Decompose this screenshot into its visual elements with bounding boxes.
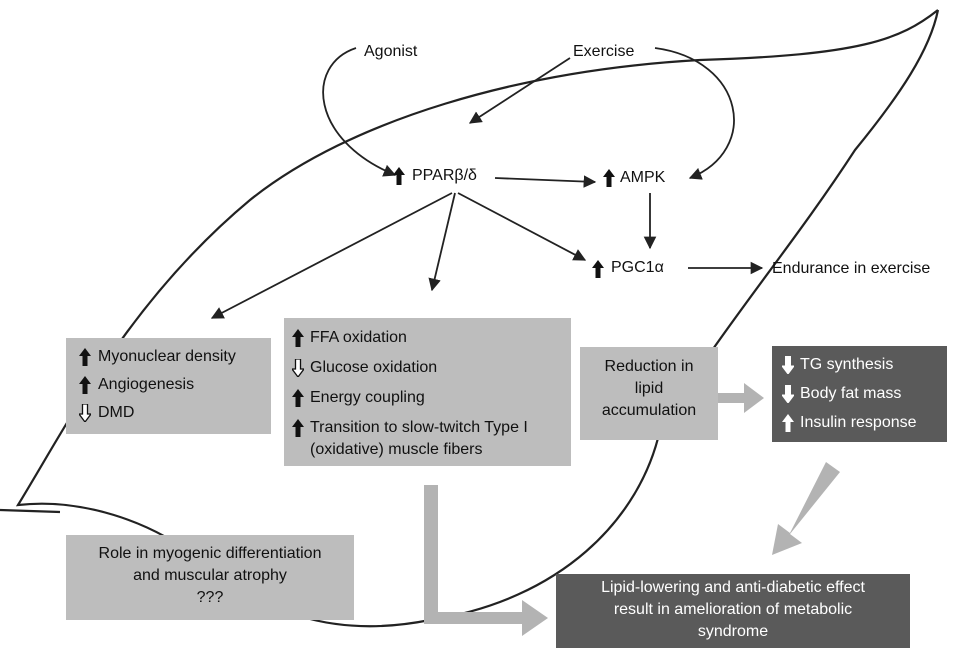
metabolism-item: Glucose oxidation (310, 359, 438, 376)
result-line: result in amelioration of metabolic (613, 601, 853, 618)
arrow-ppar-metabolism (428, 192, 456, 292)
node-pgc1a: PGC1α (611, 259, 664, 276)
block-arrow-metabolism-result (424, 485, 548, 636)
up-arrow-icon (592, 259, 604, 279)
muscle-item: DMD (98, 404, 135, 421)
block-arrow-dark-result (772, 462, 840, 555)
myogenic-line: and muscular atrophy (133, 567, 287, 584)
up-arrow-icon (603, 168, 615, 188)
metabolism-item: FFA oxidation (310, 329, 407, 346)
arrow-ppar-muscle (210, 192, 453, 319)
muscle-effects-box: Myonuclear density Angiogenesis DMD (66, 338, 271, 434)
node-ampk: AMPK (620, 169, 666, 186)
arrow-agonist-ppar (322, 47, 397, 177)
up-arrow-icon (782, 414, 794, 432)
outcome-item: Body fat mass (800, 385, 902, 402)
lipid-line: lipid (634, 380, 664, 397)
arrow-exercise-ppar (468, 57, 571, 124)
up-arrow-icon (393, 166, 405, 186)
up-arrow-icon (292, 329, 304, 347)
down-arrow-icon (782, 356, 794, 374)
up-arrow-icon (292, 419, 304, 437)
muscle-item: Angiogenesis (98, 376, 195, 393)
muscle-item: Myonuclear density (98, 348, 236, 365)
arrow-exercise-ampk (654, 47, 735, 180)
result-line: syndrome (697, 623, 769, 640)
metabolism-continuation: (oxidative) muscle fibers (310, 441, 483, 458)
up-arrow-icon (292, 389, 304, 407)
metabolism-effects-box: FFA oxidation Glucose oxidation Energy c… (284, 318, 571, 466)
result-line: Lipid-lowering and anti-diabetic effect (601, 579, 865, 596)
myogenic-line: ??? (196, 589, 224, 606)
down-arrow-icon (782, 385, 794, 403)
lipid-reduction-box: Reduction in lipid accumulation (580, 347, 718, 440)
arrow-ppar-pgc1a (457, 192, 587, 261)
myogenic-line: Role in myogenic differentiation (98, 545, 322, 562)
outcome-item: TG synthesis (800, 356, 894, 373)
node-endurance: Endurance in exercise (772, 260, 931, 277)
myogenic-role-box: Role in myogenic differentiation and mus… (66, 535, 354, 620)
metabolism-item: Transition to slow-twitch Type I (310, 419, 528, 436)
lipid-line: accumulation (601, 402, 697, 419)
down-arrow-icon (79, 404, 91, 422)
metabolism-item: Energy coupling (310, 389, 425, 406)
node-ppar: PPARβ/δ (412, 167, 477, 184)
block-arrow-lipid-dark (718, 383, 764, 413)
up-arrow-icon (79, 348, 91, 366)
lipid-line: Reduction in (604, 358, 694, 375)
down-arrow-icon (292, 359, 304, 377)
node-exercise: Exercise (573, 43, 635, 60)
metabolic-outcomes-box: TG synthesis Body fat mass Insulin respo… (772, 346, 947, 442)
leaf-stem (0, 508, 61, 514)
node-agonist: Agonist (364, 43, 418, 60)
outcome-item: Insulin response (800, 414, 917, 431)
result-box: Lipid-lowering and anti-diabetic effect … (556, 574, 910, 648)
up-arrow-icon (79, 376, 91, 394)
arrow-ppar-ampk (494, 175, 597, 188)
